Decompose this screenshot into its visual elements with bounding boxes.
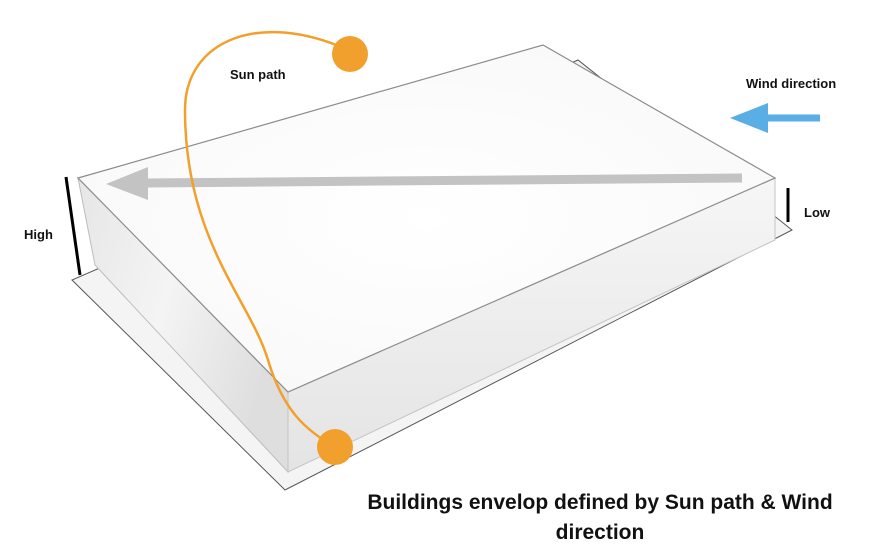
- sun-path-label: Sun path: [230, 67, 286, 82]
- wind-arrow-icon: [730, 103, 820, 133]
- building-roof: [76, 44, 777, 393]
- high-label: High: [24, 227, 53, 242]
- low-label: Low: [804, 205, 830, 220]
- high-marker: [64, 176, 82, 276]
- sun-icon: [317, 429, 353, 465]
- sun-path-curve: [183, 30, 349, 449]
- wind-direction-label: Wind direction: [746, 76, 837, 91]
- diagram-caption: Buildings envelop defined by Sun path & …: [367, 491, 833, 544]
- sun-icon: [332, 36, 368, 72]
- slope-arrow-icon: [106, 167, 743, 200]
